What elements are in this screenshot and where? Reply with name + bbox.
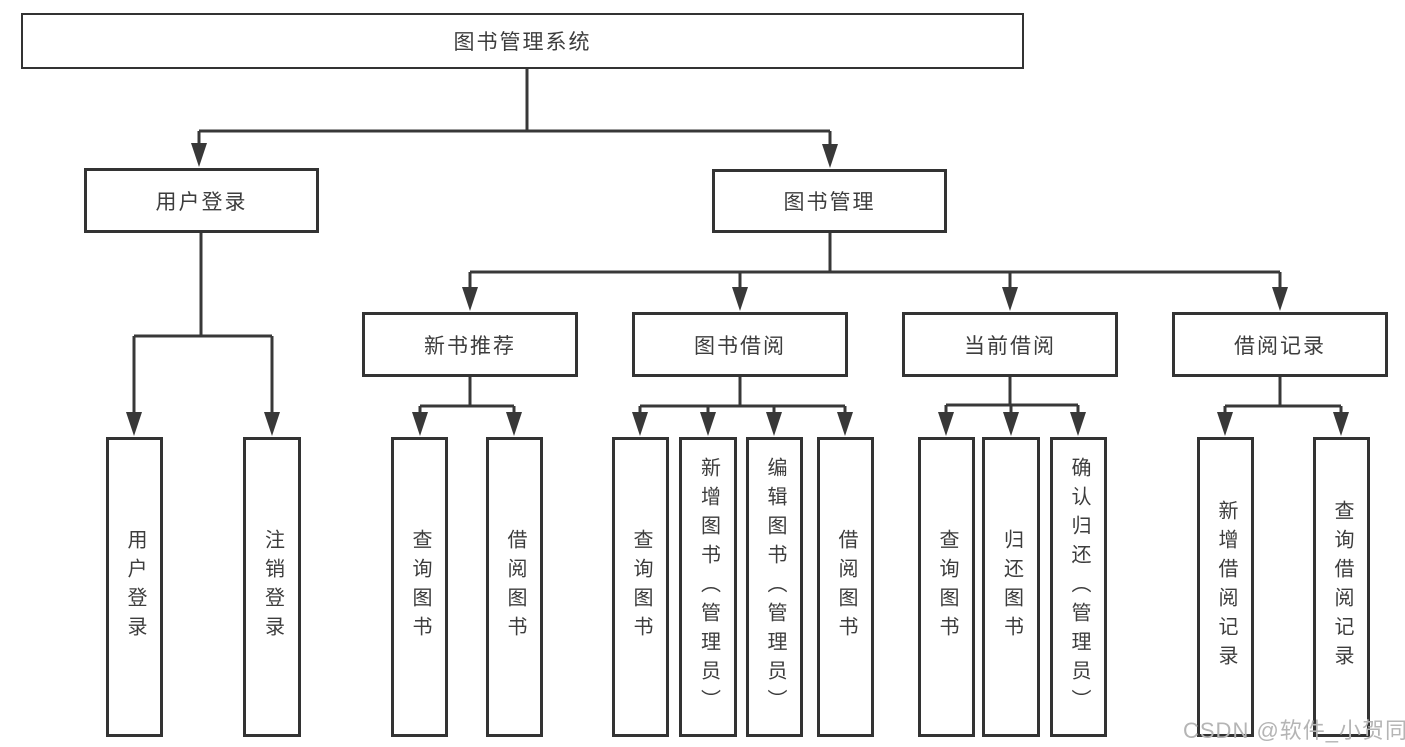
leaf-records-query-record: 查询借阅记录: [1313, 437, 1370, 737]
leaf-records-add-record: 新增借阅记录: [1197, 437, 1254, 737]
leaf-records-add-record-label: 新增借阅记录: [1215, 500, 1237, 674]
leaf-logout-label: 注销登录: [261, 529, 284, 645]
node-user-login: 用户登录: [84, 168, 319, 233]
leaf-borrowing-add-books-admin: 新增图书（管理员）: [679, 437, 737, 737]
leaf-user-login: 用户登录: [106, 437, 163, 737]
node-new-book-recommend: 新书推荐: [362, 312, 578, 377]
node-book-management: 图书管理: [712, 169, 947, 233]
node-borrowing-records: 借阅记录: [1172, 312, 1388, 377]
leaf-logout: 注销登录: [243, 437, 301, 737]
watermark: CSDN @软件_小贺同学: [1183, 718, 1405, 743]
leaf-current-query-books-label: 查询图书: [936, 529, 958, 645]
leaf-borrowing-borrow-books-label: 借阅图书: [835, 529, 857, 645]
leaf-current-return-books: 归还图书: [982, 437, 1040, 737]
node-user-login-label: 用户登录: [155, 190, 248, 214]
leaf-current-query-books: 查询图书: [918, 437, 975, 737]
node-current-borrowing-label: 当前借阅: [964, 334, 1056, 358]
leaf-borrowing-add-books-admin-label: 新增图书（管理员）: [697, 456, 720, 718]
node-new-book-recommend-label: 新书推荐: [424, 334, 516, 358]
node-book-management-label: 图书管理: [783, 191, 876, 214]
leaf-current-confirm-return-admin-label: 确认归还（管理员）: [1068, 456, 1090, 718]
leaf-recommend-query-books: 查询图书: [391, 437, 448, 737]
leaf-recommend-borrow-books: 借阅图书: [486, 437, 543, 737]
node-book-borrowing-label: 图书借阅: [694, 334, 786, 358]
leaf-records-query-record-label: 查询借阅记录: [1331, 500, 1353, 674]
leaf-current-return-books-label: 归还图书: [1000, 529, 1023, 645]
node-book-borrowing: 图书借阅: [632, 312, 848, 377]
node-root-label: 图书管理系统: [453, 31, 592, 54]
leaf-borrowing-query-books-label: 查询图书: [630, 529, 652, 645]
leaf-borrowing-edit-books-admin: 编辑图书（管理员）: [746, 437, 803, 737]
node-current-borrowing: 当前借阅: [902, 312, 1118, 377]
node-root: 图书管理系统: [21, 13, 1024, 69]
leaf-borrowing-edit-books-admin-label: 编辑图书（管理员）: [764, 456, 786, 718]
leaf-recommend-query-books-label: 查询图书: [409, 529, 431, 645]
leaf-borrowing-query-books: 查询图书: [612, 437, 669, 737]
leaf-current-confirm-return-admin: 确认归还（管理员）: [1050, 437, 1107, 737]
node-borrowing-records-label: 借阅记录: [1234, 334, 1326, 358]
leaf-recommend-borrow-books-label: 借阅图书: [504, 529, 526, 645]
leaf-user-login-label: 用户登录: [124, 529, 146, 645]
leaf-borrowing-borrow-books: 借阅图书: [817, 437, 874, 737]
